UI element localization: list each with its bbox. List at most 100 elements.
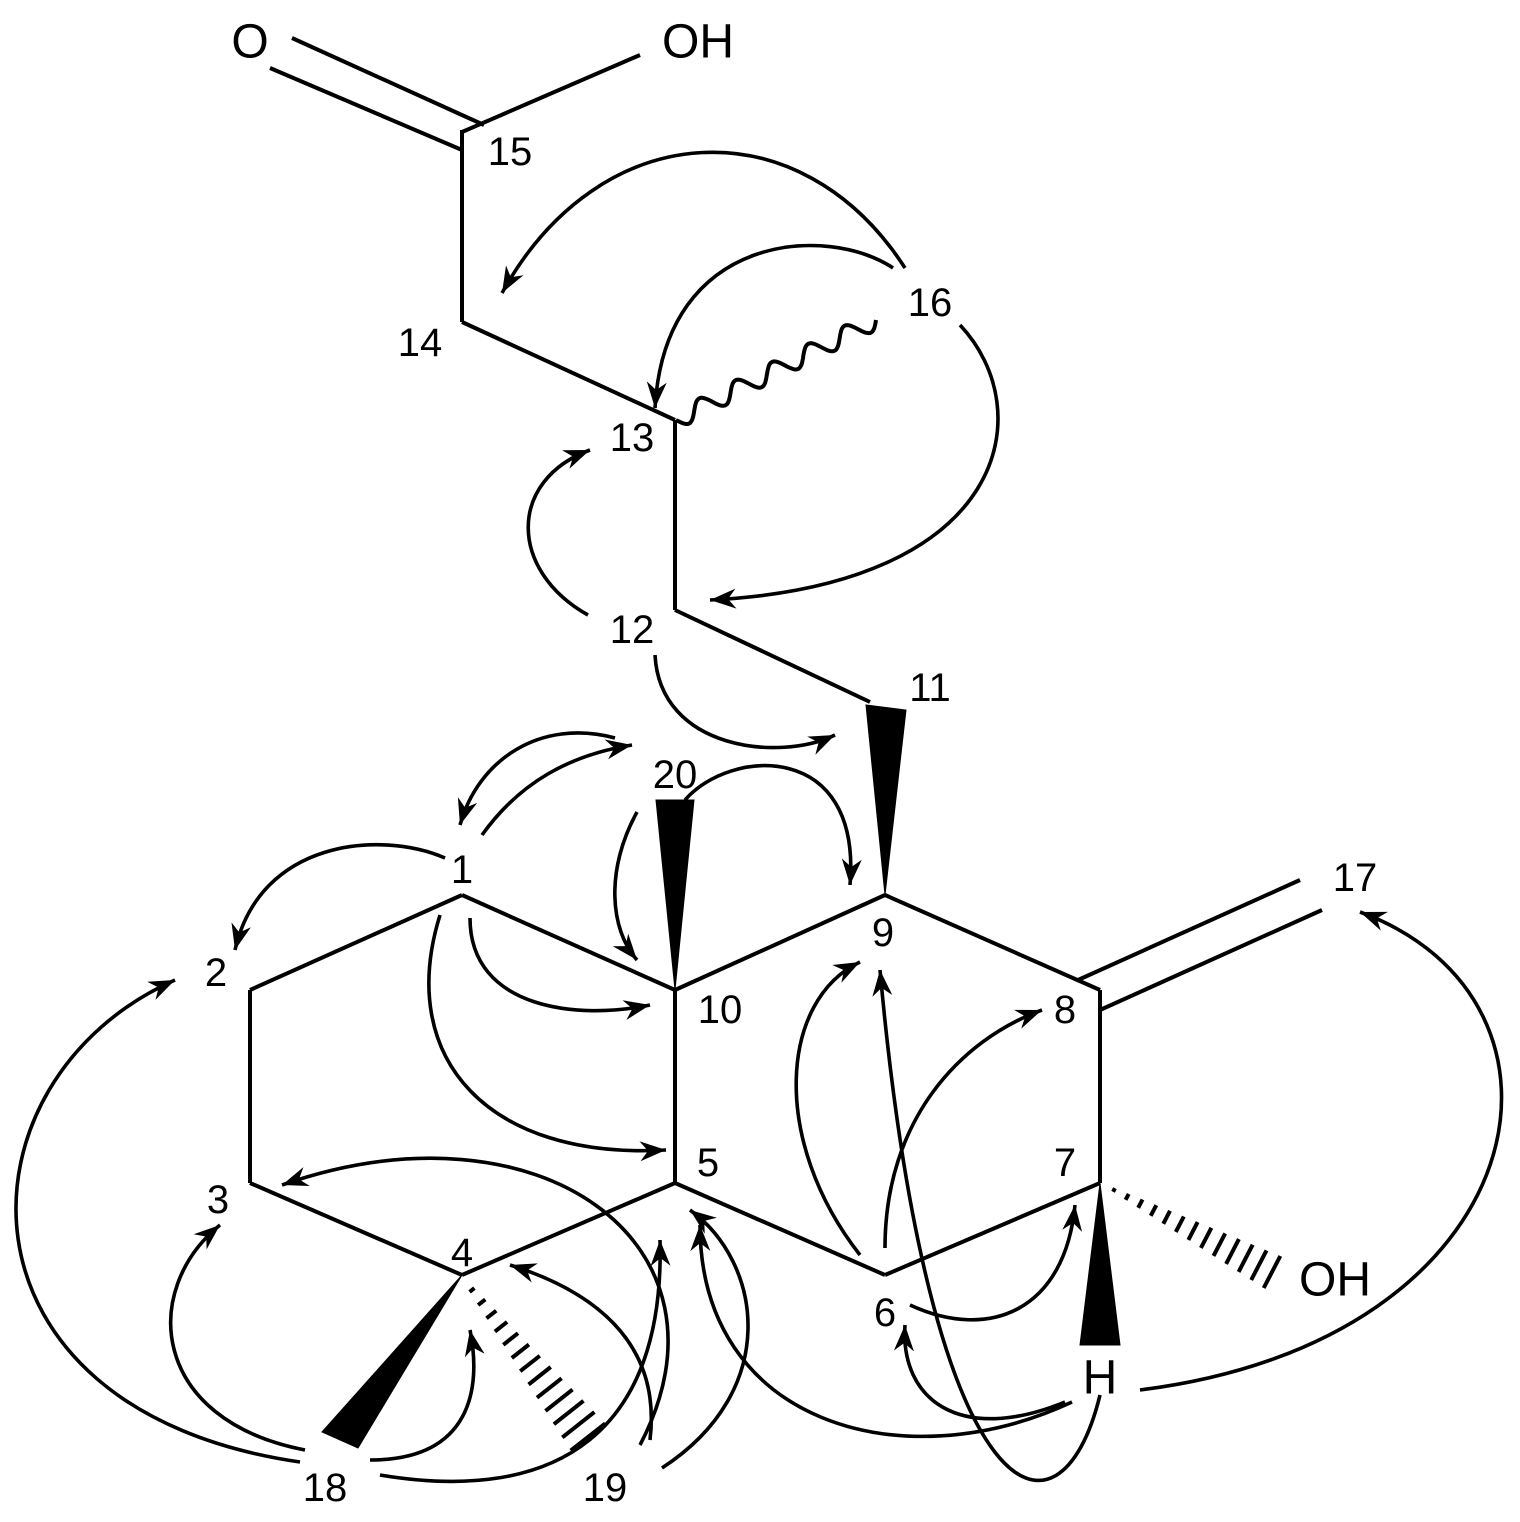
hash-dash <box>544 1388 574 1413</box>
wedge-c10-c20 <box>655 799 695 991</box>
arrowhead <box>1360 911 1388 931</box>
arrowhead <box>872 970 893 997</box>
atom-label-c12: 12 <box>610 608 655 652</box>
atom-label-c10: 10 <box>698 988 743 1032</box>
hash-dash <box>476 1297 487 1307</box>
bond-c1-c2 <box>249 893 463 992</box>
bonds <box>248 36 1323 1277</box>
arrowhead <box>457 797 478 825</box>
arrowhead <box>832 962 860 983</box>
hash-bond-c4-c19 <box>468 1286 607 1453</box>
wedge-c7-h <box>1079 1182 1121 1346</box>
arrow-h6-to-c8 <box>883 1008 1043 1249</box>
bond-c6-c5 <box>674 1181 886 1277</box>
bond-c13-c16-wavy <box>675 319 878 426</box>
arrow-h16-to-c13 <box>653 243 895 409</box>
hash-dash <box>468 1286 476 1294</box>
hash-dash <box>1211 1232 1227 1257</box>
arrowhead <box>893 1325 914 1352</box>
arrowhead <box>622 1000 650 1020</box>
arrow-h6-to-c7 <box>909 1204 1077 1322</box>
arrow-h7-to-c17 <box>1139 910 1504 1392</box>
bond-c9-c8 <box>884 893 1101 992</box>
bond-c8-c17-double-outer <box>1077 878 1301 982</box>
hash-dash <box>535 1376 563 1400</box>
hash-dash <box>1236 1243 1255 1273</box>
arrowhead <box>841 858 862 885</box>
atom-label-c13: 13 <box>610 416 655 460</box>
bond-c14-c13 <box>461 320 676 422</box>
atom-labels: O OH 15 14 16 13 12 11 20 1 2 10 9 17 8 … <box>205 16 1377 1511</box>
hash-dash <box>1123 1192 1131 1201</box>
atom-label-c14: 14 <box>398 321 443 365</box>
hash-dash <box>1249 1249 1269 1281</box>
arrow-h7-to-c9 <box>878 969 1102 1483</box>
arrow-h18-to-c4 <box>369 1329 476 1462</box>
bond-c15-oh <box>461 53 641 134</box>
atom-label-c2: 2 <box>205 951 227 995</box>
bond-c15-o-double-outer <box>291 36 485 127</box>
arrowhead <box>612 933 637 960</box>
bond-c3-c4 <box>249 1181 463 1277</box>
hash-dash <box>1199 1226 1214 1249</box>
arrowhead <box>562 450 590 469</box>
atom-label-c11: 11 <box>909 666 951 710</box>
arrow-h6-to-c9 <box>794 960 862 1257</box>
arrowhead <box>690 1225 711 1252</box>
arrowhead <box>193 1225 220 1250</box>
wedge-c9-c11 <box>865 704 907 896</box>
atom-label-c5: 5 <box>697 1141 719 1185</box>
atom-label-c1: 1 <box>451 848 473 892</box>
arrowhead <box>464 1330 485 1358</box>
arrow-h20-to-c9 <box>683 764 853 886</box>
arrow-h16-to-c12 <box>709 323 1000 602</box>
hash-dash <box>561 1410 596 1439</box>
arrowhead <box>1062 1205 1083 1232</box>
arrow-h19-to-c4 <box>509 1263 654 1441</box>
arrow-h19-to-c5 <box>661 1208 750 1470</box>
hash-dash <box>1111 1187 1117 1193</box>
arrowhead <box>510 1263 538 1283</box>
atom-label-h-c7: H <box>1083 1352 1118 1405</box>
arrowhead <box>1014 1009 1042 1029</box>
arrow-h1-to-c10 <box>468 917 651 1013</box>
atom-label-c19: 19 <box>583 1466 628 1510</box>
atom-label-c16: 16 <box>908 281 953 325</box>
arrow-h7-to-c5 <box>698 1224 1073 1439</box>
arrowhead <box>807 735 835 755</box>
arrow-h18-to-c5 <box>379 1239 662 1484</box>
arrow-h1-to-c5 <box>427 914 667 1153</box>
arrow-h12-to-c13 <box>526 448 591 617</box>
bond-c15-o-double-inner <box>269 66 463 152</box>
arrow-h18-to-c2 <box>14 978 301 1464</box>
hash-dash <box>510 1342 531 1360</box>
bond-c12-c11 <box>674 608 871 704</box>
arrowhead <box>604 739 632 760</box>
atom-label-c18: 18 <box>303 1466 348 1510</box>
wedge-bonds <box>321 704 1121 1449</box>
atom-label-c15: 15 <box>488 130 533 174</box>
atom-label-c4: 4 <box>451 1231 473 1275</box>
correlation-arrows <box>14 150 1504 1484</box>
hash-dash <box>1186 1221 1200 1241</box>
hash-dash <box>518 1354 542 1373</box>
arrowheads <box>147 265 1388 1358</box>
arrowhead <box>231 922 251 950</box>
arrowhead <box>282 1167 310 1186</box>
hash-dash <box>569 1421 607 1453</box>
atom-label-c6: 6 <box>874 1291 896 1335</box>
bond-c10-c9 <box>674 893 886 992</box>
atom-label-oh-c7: OH <box>1299 1254 1371 1307</box>
bond-c4-c5 <box>461 1181 676 1277</box>
atom-label-c9: 9 <box>872 911 894 955</box>
hash-dash <box>1161 1209 1172 1225</box>
arrowhead <box>639 1141 666 1162</box>
wedge-c4-c18 <box>321 1274 463 1449</box>
atom-label-o-carbonyl: O <box>231 16 268 69</box>
arrow-h16-to-c14 <box>500 150 907 294</box>
atom-label-c20: 20 <box>653 753 698 797</box>
hash-dash <box>1174 1215 1186 1233</box>
hash-dash <box>552 1399 585 1426</box>
arrow-h1-to-c2 <box>233 842 446 951</box>
